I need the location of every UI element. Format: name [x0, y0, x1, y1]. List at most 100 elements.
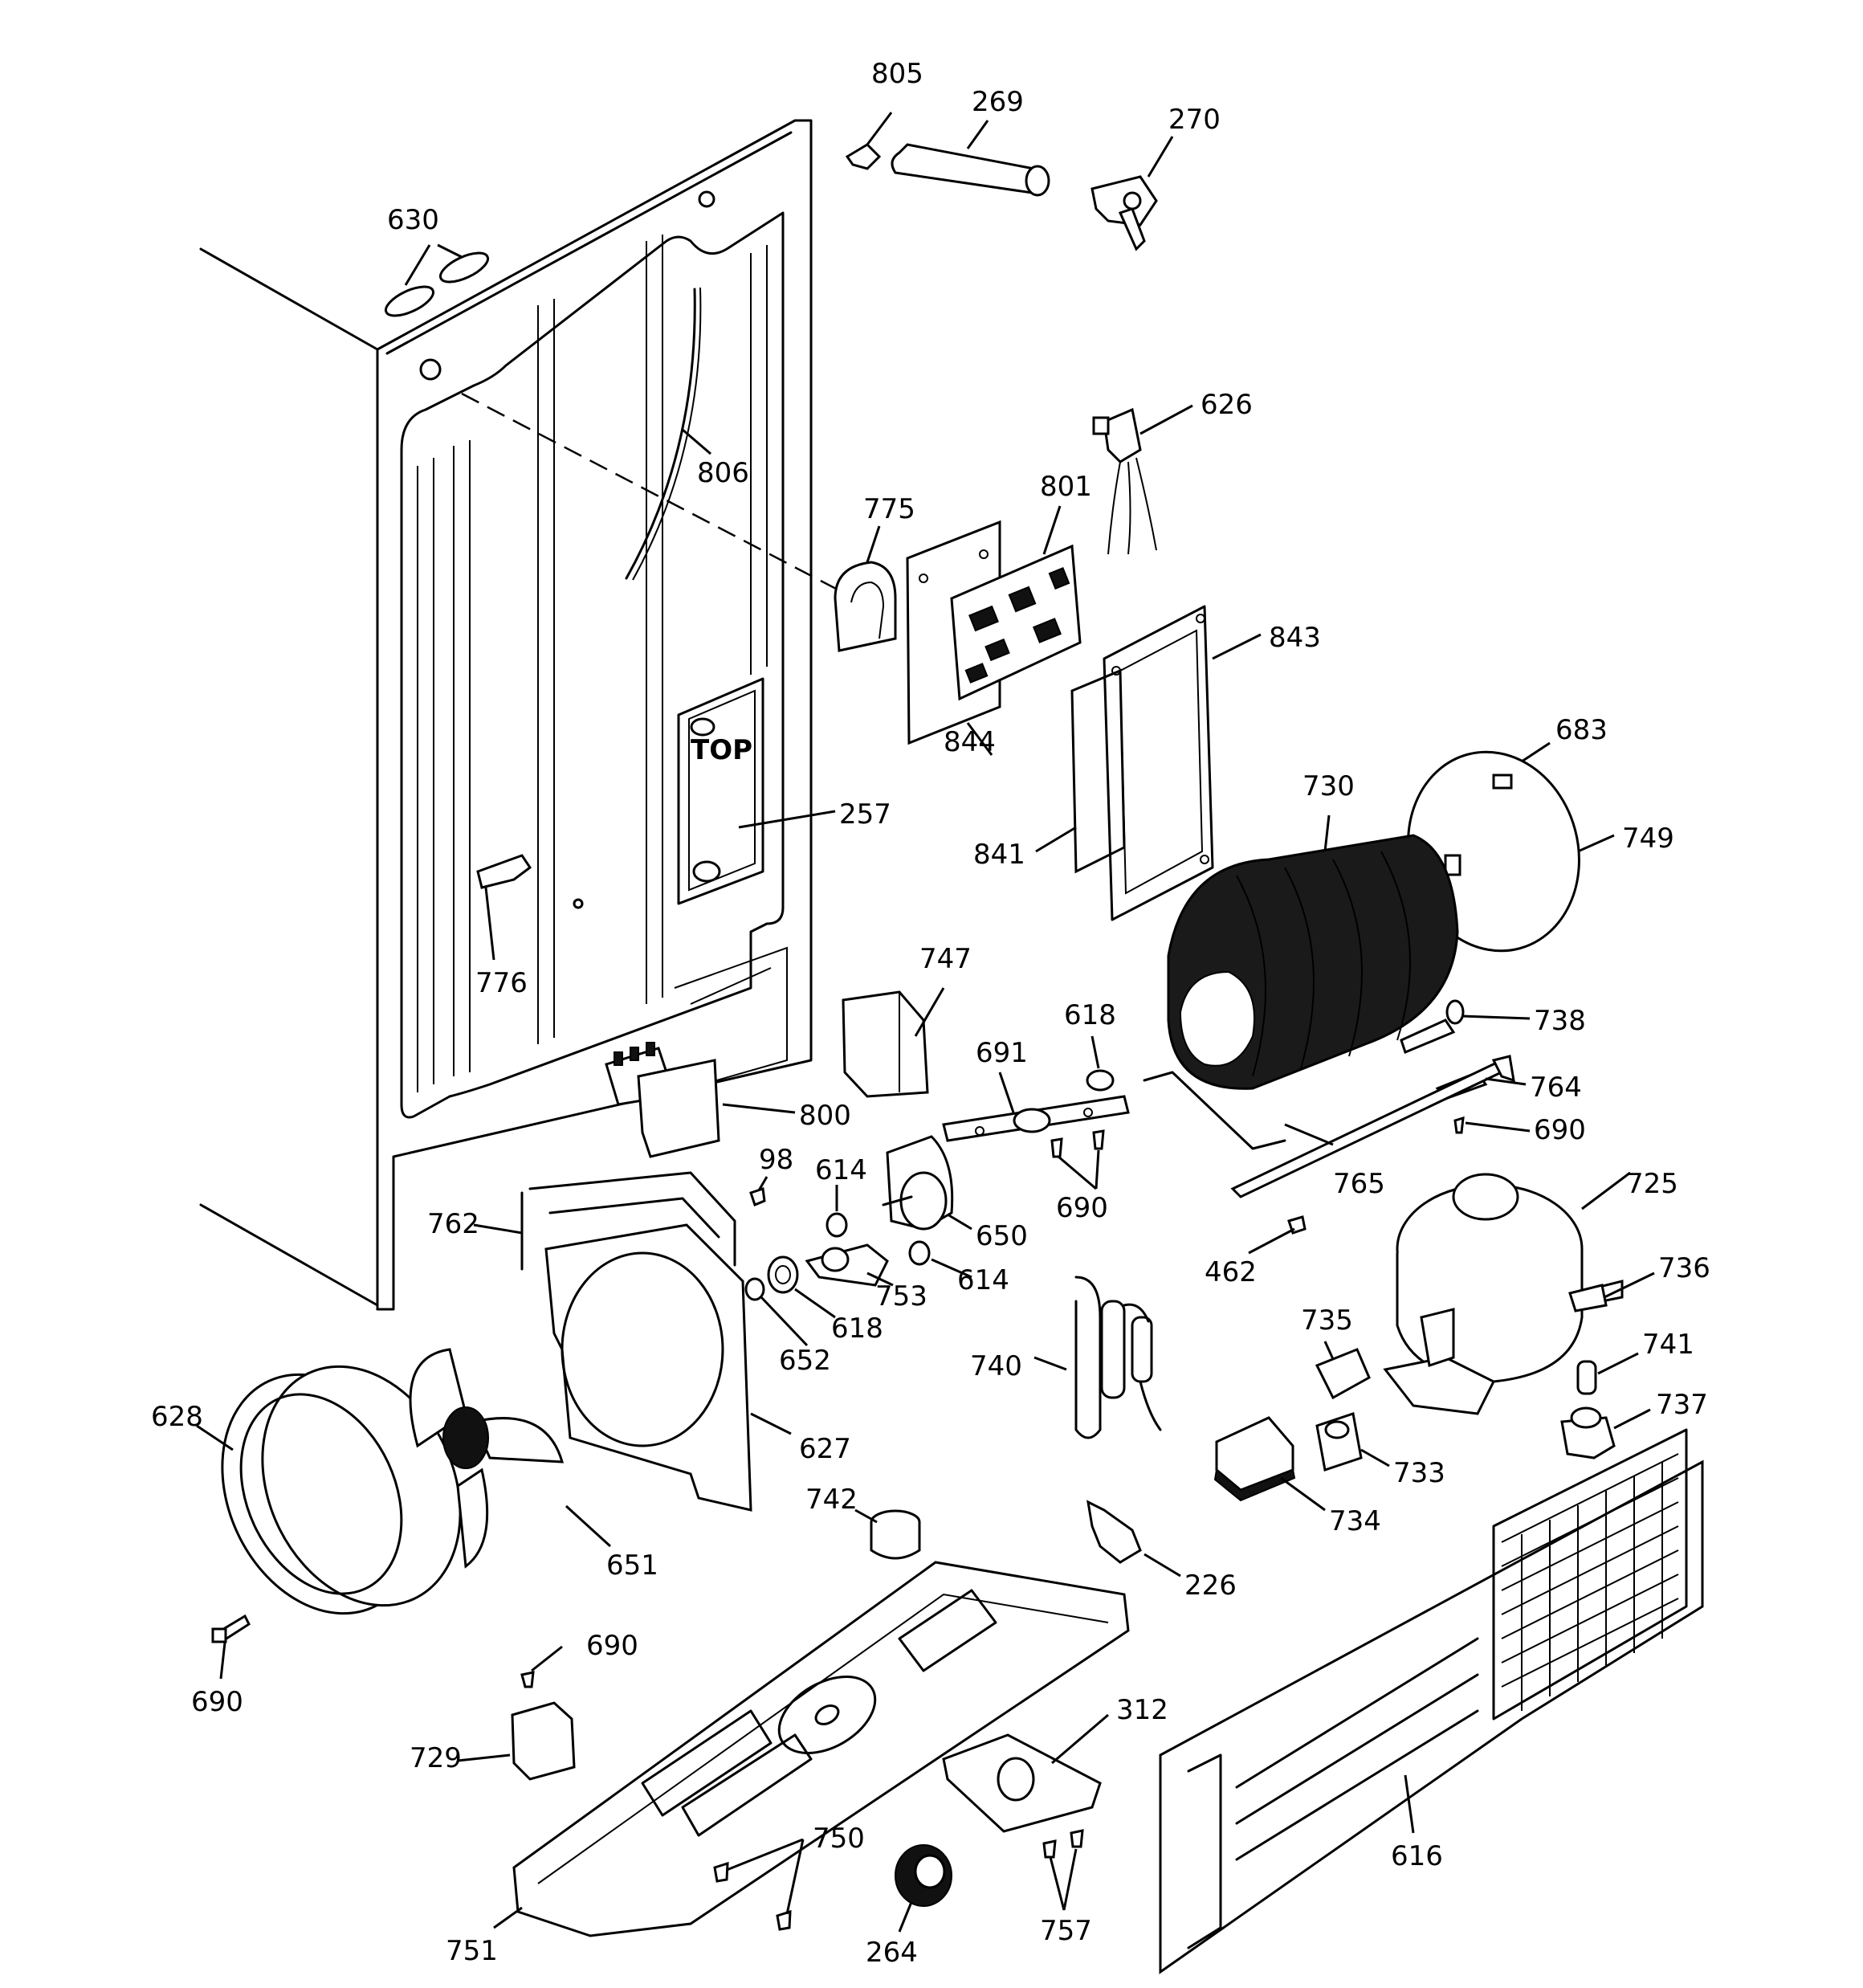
part-264-wheel: [895, 1844, 952, 1907]
label-725: 725: [1626, 1168, 1678, 1200]
part-750-screws: [713, 1861, 792, 1931]
part-843-frame: [1103, 605, 1214, 921]
part-98-screw: [749, 1187, 766, 1207]
label-806: 806: [697, 457, 749, 489]
part-690-screws-b: [1050, 1129, 1105, 1158]
part-734-capacitor: [1213, 1416, 1296, 1502]
part-690-bolt: [211, 1614, 251, 1643]
top-marking: TOP: [691, 734, 752, 766]
label-733: 733: [1393, 1457, 1445, 1489]
part-729-bracket: [511, 1701, 576, 1781]
part-805-clip: [845, 143, 882, 170]
label-462: 462: [1205, 1256, 1257, 1288]
part-753-bracket: [805, 1243, 889, 1287]
label-729: 729: [410, 1742, 462, 1774]
part-740-drier: [1074, 1276, 1162, 1439]
label-98: 98: [759, 1144, 793, 1176]
part-616-access-panel: [1159, 1428, 1704, 1974]
part-270-valve: [1090, 175, 1158, 251]
part-757-screws: [1042, 1829, 1084, 1859]
part-618-grommet-b: [767, 1255, 799, 1294]
label-257: 257: [839, 798, 891, 831]
part-738-clamp: [1400, 999, 1465, 1055]
label-776: 776: [475, 967, 528, 999]
label-740: 740: [970, 1350, 1022, 1382]
part-626-cord: [1092, 407, 1157, 555]
label-751: 751: [446, 1935, 498, 1967]
label-616: 616: [1391, 1840, 1443, 1872]
label-626: 626: [1201, 389, 1253, 421]
label-764: 764: [1530, 1072, 1582, 1104]
part-691-bracket: [942, 1095, 1130, 1142]
label-753: 753: [875, 1280, 927, 1312]
label-628: 628: [151, 1401, 203, 1433]
part-690-screw-a: [1453, 1116, 1465, 1134]
label-844: 844: [944, 726, 996, 758]
part-630-plugs: [384, 251, 490, 317]
cabinet-back: TOP: [199, 119, 840, 1311]
callout-labels: 805 269 270 630 806 626 801 775 843 844 …: [151, 58, 1710, 1969]
label-690-mid: 690: [1056, 1192, 1108, 1224]
label-650: 650: [976, 1220, 1028, 1252]
part-841-insulation: [1070, 668, 1126, 874]
label-690-lower-left: 690: [191, 1686, 243, 1718]
part-614-bushing-a: [826, 1212, 848, 1238]
label-614-bottom: 614: [957, 1264, 1009, 1296]
label-270: 270: [1168, 104, 1221, 136]
label-690-upper-left: 690: [586, 1630, 638, 1662]
label-627: 627: [799, 1433, 851, 1465]
part-741-sleeve: [1576, 1360, 1597, 1395]
part-312-roller: [942, 1733, 1102, 1833]
label-735: 735: [1301, 1304, 1353, 1337]
label-614-top: 614: [815, 1154, 867, 1186]
label-734: 734: [1329, 1505, 1381, 1537]
label-749: 749: [1622, 823, 1674, 855]
label-264: 264: [866, 1937, 918, 1969]
label-691: 691: [976, 1037, 1028, 1069]
label-226: 226: [1184, 1570, 1237, 1602]
part-690-screw-c: [520, 1671, 535, 1688]
label-683: 683: [1555, 714, 1608, 746]
label-618-top: 618: [1064, 999, 1116, 1031]
part-730-condenser: [1143, 834, 1459, 1150]
part-742-foam: [870, 1509, 921, 1560]
part-735-relay: [1315, 1348, 1371, 1400]
part-226-clip: [1086, 1500, 1142, 1564]
label-765: 765: [1333, 1168, 1385, 1200]
part-762-seal: [520, 1171, 736, 1271]
label-737: 737: [1656, 1389, 1708, 1421]
label-775: 775: [863, 493, 915, 525]
leader-lines: [196, 112, 1655, 1933]
part-737-grommet: [1560, 1406, 1616, 1459]
label-730: 730: [1302, 770, 1355, 802]
label-747: 747: [919, 943, 972, 975]
part-733-overload: [1315, 1412, 1363, 1472]
part-650-fan-motor: [882, 1135, 954, 1231]
label-742: 742: [805, 1484, 858, 1516]
label-651: 651: [606, 1549, 658, 1582]
part-765-rail: [1230, 1055, 1515, 1198]
label-618-bottom: 618: [831, 1312, 883, 1345]
part-628-fan-ring: [221, 1365, 462, 1615]
label-741: 741: [1642, 1329, 1694, 1361]
part-627-shroud: [544, 1223, 752, 1512]
label-269: 269: [972, 86, 1024, 118]
part-775-cover: [834, 561, 897, 652]
label-805: 805: [871, 58, 923, 90]
part-652-nut: [744, 1277, 765, 1301]
label-762: 762: [427, 1208, 479, 1240]
part-269-tube: [891, 143, 1050, 197]
part-800-relay: [605, 1042, 720, 1158]
part-651-fan-blade: [409, 1348, 565, 1569]
part-618-grommet-a: [1086, 1069, 1115, 1092]
part-751-base-pan: [512, 1561, 1130, 1937]
label-652: 652: [779, 1345, 831, 1377]
part-747-block: [842, 990, 929, 1098]
label-750: 750: [813, 1823, 865, 1855]
label-738: 738: [1534, 1005, 1586, 1037]
part-736-grommet: [1568, 1284, 1608, 1312]
part-614-bushing-b: [908, 1240, 931, 1266]
label-800: 800: [799, 1100, 851, 1132]
label-841: 841: [973, 839, 1025, 871]
label-801: 801: [1040, 471, 1092, 503]
